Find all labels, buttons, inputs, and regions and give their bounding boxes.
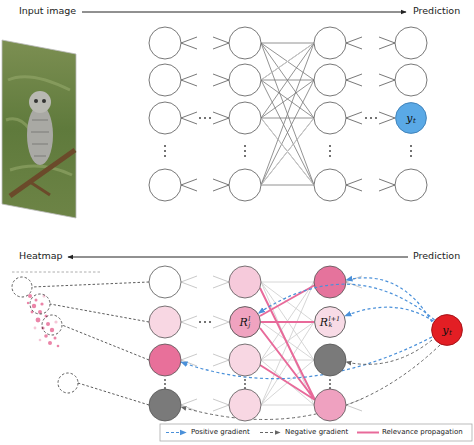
gradient-arrow bbox=[258, 284, 434, 320]
neuron-node: Rlj bbox=[229, 306, 261, 338]
node-label: yt bbox=[395, 102, 427, 134]
header-label: Prediction bbox=[413, 251, 460, 261]
symbol: R bbox=[240, 317, 248, 328]
legend-text: Positive gradient bbox=[191, 429, 250, 436]
node-label: Rl+1k bbox=[314, 306, 346, 338]
symbol: y bbox=[442, 325, 448, 336]
subscript: t bbox=[449, 330, 452, 337]
subscript: k bbox=[329, 322, 341, 329]
neuron-circle bbox=[315, 307, 346, 338]
neuron-circle bbox=[396, 103, 427, 134]
subscript: j bbox=[248, 322, 250, 329]
header-label: Prediction bbox=[413, 6, 460, 16]
symbol: y bbox=[406, 113, 412, 124]
neuron-node: yt bbox=[395, 102, 427, 134]
script-stack: l+1k bbox=[329, 316, 341, 329]
neuron-circle bbox=[432, 315, 463, 346]
neuron-node: yt bbox=[431, 314, 463, 346]
relevance-line bbox=[261, 321, 314, 323]
node-label: Rlj bbox=[229, 306, 261, 338]
gradient-arrow bbox=[345, 307, 434, 321]
header-label: Heatmap bbox=[19, 251, 63, 261]
script-stack: lj bbox=[248, 316, 250, 329]
symbol: R bbox=[320, 317, 328, 328]
legend-text: Negative gradient bbox=[285, 429, 348, 436]
neuron-circle bbox=[230, 307, 261, 338]
neuron-node: Rl+1k bbox=[314, 306, 346, 338]
legend-text: Relevance propagation bbox=[382, 429, 463, 436]
subscript: t bbox=[413, 118, 416, 125]
header-label: Input image bbox=[19, 6, 76, 16]
node-label: yt bbox=[431, 314, 463, 346]
